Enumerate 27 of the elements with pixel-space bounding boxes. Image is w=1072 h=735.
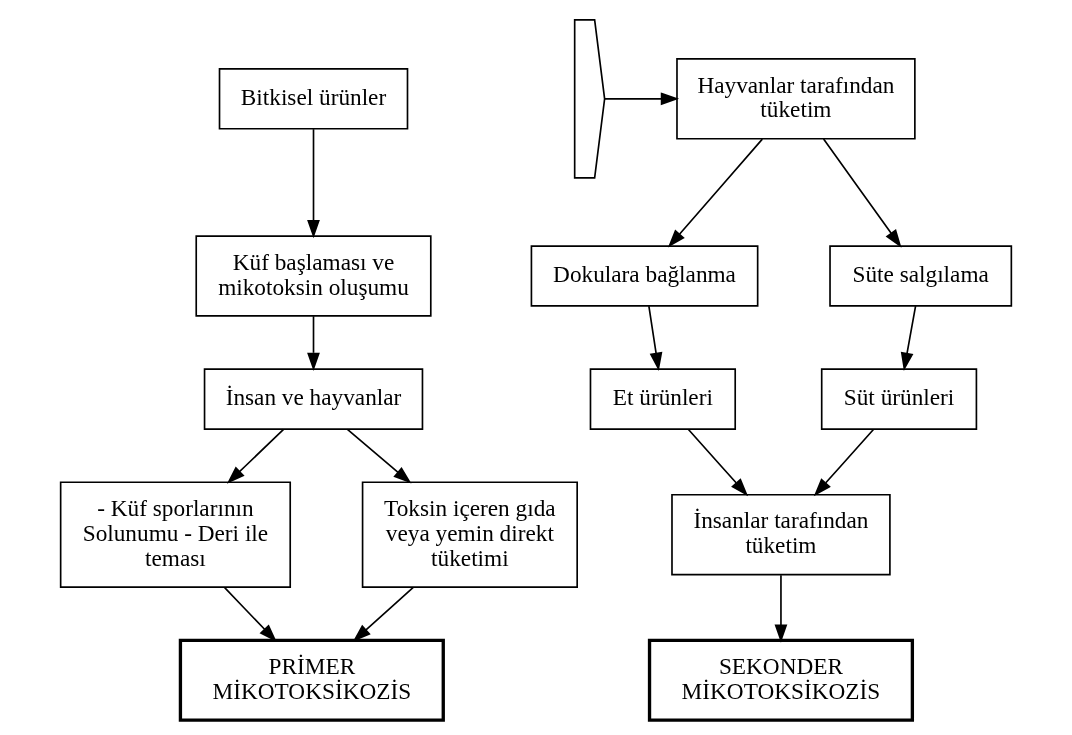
node-box: SEKONDER MİKOTOKSİKOZİS xyxy=(647,638,915,722)
node-box: PRİMER MİKOTOKSİKOZİS xyxy=(178,638,445,722)
arrow xyxy=(900,305,917,371)
node-box: Dokulara bağlanma xyxy=(530,245,759,307)
arrow xyxy=(822,138,902,248)
arrow xyxy=(648,305,663,371)
arrow xyxy=(226,428,285,484)
node-box: Bitkisel ürünler xyxy=(218,68,409,130)
arrow xyxy=(604,92,680,106)
arrow xyxy=(687,428,749,497)
arrow xyxy=(352,586,415,642)
node-box: - Küf sporlarının Solunumu - Deri ile teması xyxy=(59,481,292,588)
node-box: Et ürünleri xyxy=(589,368,737,430)
arrow xyxy=(774,574,788,643)
arrow xyxy=(307,128,320,239)
node-box: İnsan ve hayvanlar xyxy=(203,368,424,430)
arrow xyxy=(346,428,412,484)
node-brace xyxy=(573,19,606,179)
node-box: İnsanlar tarafından tüketim xyxy=(671,493,891,576)
node-box: Hayvanlar tarafından tüketim xyxy=(676,58,916,140)
arrow xyxy=(813,428,875,497)
arrow xyxy=(667,138,764,248)
arrow xyxy=(307,315,320,371)
node-box: Küf başlaması ve mikotoksin oluşumu xyxy=(195,235,432,317)
node-box: Süt ürünleri xyxy=(820,368,978,430)
node-box: Süte salgılama xyxy=(829,245,1013,307)
node-box: Toksin içeren gıda veya yemin direkt tüketimi xyxy=(361,481,578,588)
